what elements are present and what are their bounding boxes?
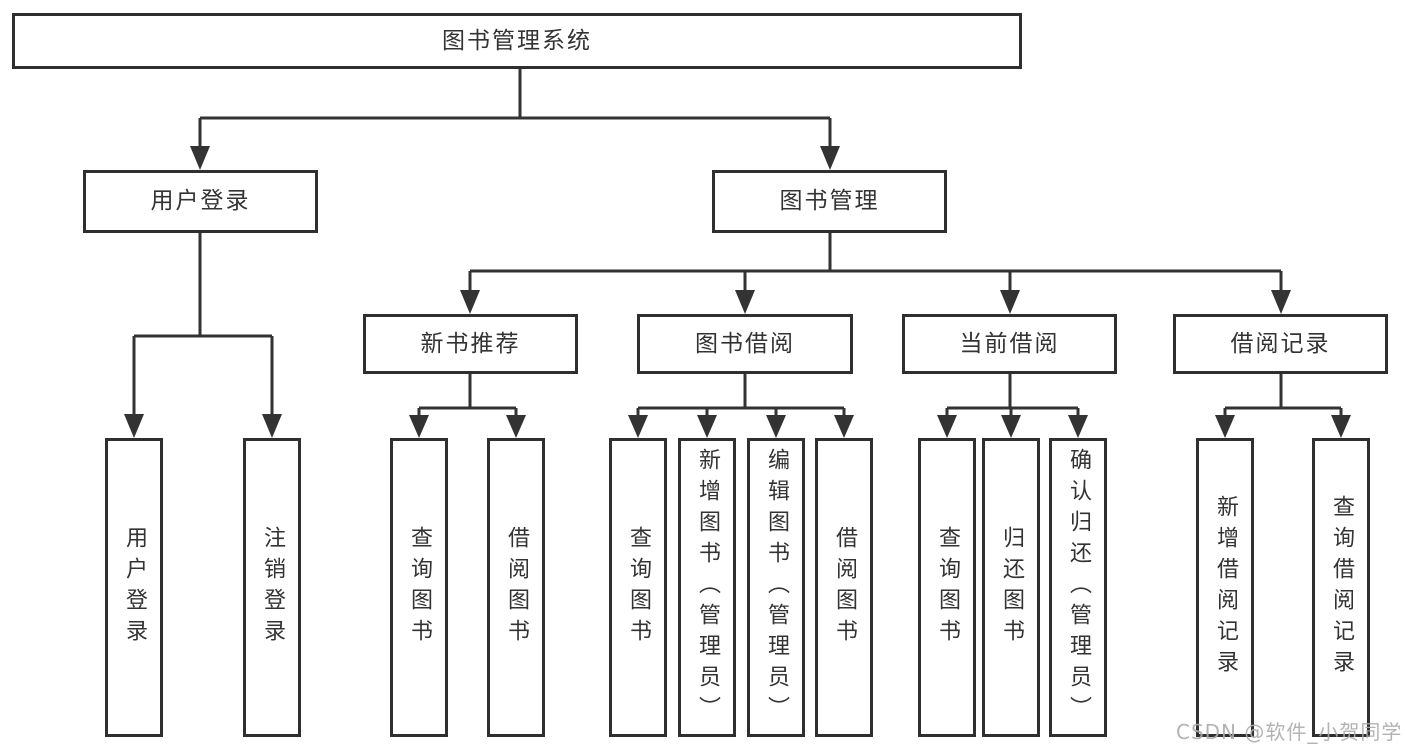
node-leaf-query-borrow-record: 查询借阅记录 [1312,438,1370,737]
node-leaf-borrow-books-recommend: 借阅图书 [487,438,545,737]
node-user-login: 用户登录 [83,170,318,233]
arrowheads [124,146,1351,438]
node-new-book-recommendation: 新书推荐 [363,314,578,374]
node-leaf-edit-books-admin: 编辑图书（管理员） [747,438,805,737]
node-current-borrowing: 当前借阅 [902,314,1117,374]
node-label: 新增图书（管理员） [695,448,720,727]
node-leaf-return-books: 归还图书 [982,438,1040,737]
node-label: 图书管理系统 [442,27,592,54]
node-label: 新书推荐 [420,330,521,357]
node-label: 当前借阅 [959,330,1060,357]
node-label: 图书借阅 [695,330,795,357]
node-label: 编辑图书（管理员） [764,448,789,727]
node-leaf-logout: 注销登录 [243,438,301,737]
node-borrowing-records: 借阅记录 [1173,314,1388,374]
node-label: 图书管理 [779,188,880,214]
node-leaf-borrow-books: 借阅图书 [815,438,873,737]
node-label: 查询图书 [935,525,960,650]
node-book-management: 图书管理 [712,170,947,233]
node-label: 查询图书 [626,525,651,650]
node-leaf-query-books-current: 查询图书 [918,438,976,737]
node-book-borrowing: 图书借阅 [637,314,853,374]
node-label: 用户登录 [150,188,251,214]
csdn-watermark: CSDN @软件_小贺同学 [1176,720,1403,744]
node-leaf-add-borrow-record: 新增借阅记录 [1196,438,1254,737]
node-label: 借阅图书 [504,525,529,650]
node-label: 归还图书 [999,525,1024,650]
node-label: 新增借阅记录 [1213,494,1238,681]
node-leaf-add-books-admin: 新增图书（管理员） [678,438,736,737]
node-leaf-confirm-return-admin: 确认归还（管理员） [1049,438,1107,737]
node-leaf-query-books-borrow: 查询图书 [609,438,667,737]
node-leaf-query-books-recommend: 查询图书 [390,438,448,737]
node-label: 借阅图书 [832,525,857,650]
node-library-management-system: 图书管理系统 [12,13,1022,69]
node-label: 确认归还（管理员） [1066,448,1091,727]
node-leaf-user-login: 用户登录 [105,438,163,737]
node-label: 查询借阅记录 [1329,494,1354,681]
node-label: 借阅记录 [1230,330,1331,357]
node-label: 注销登录 [260,525,285,650]
node-label: 查询图书 [407,525,432,650]
node-label: 用户登录 [122,525,147,650]
